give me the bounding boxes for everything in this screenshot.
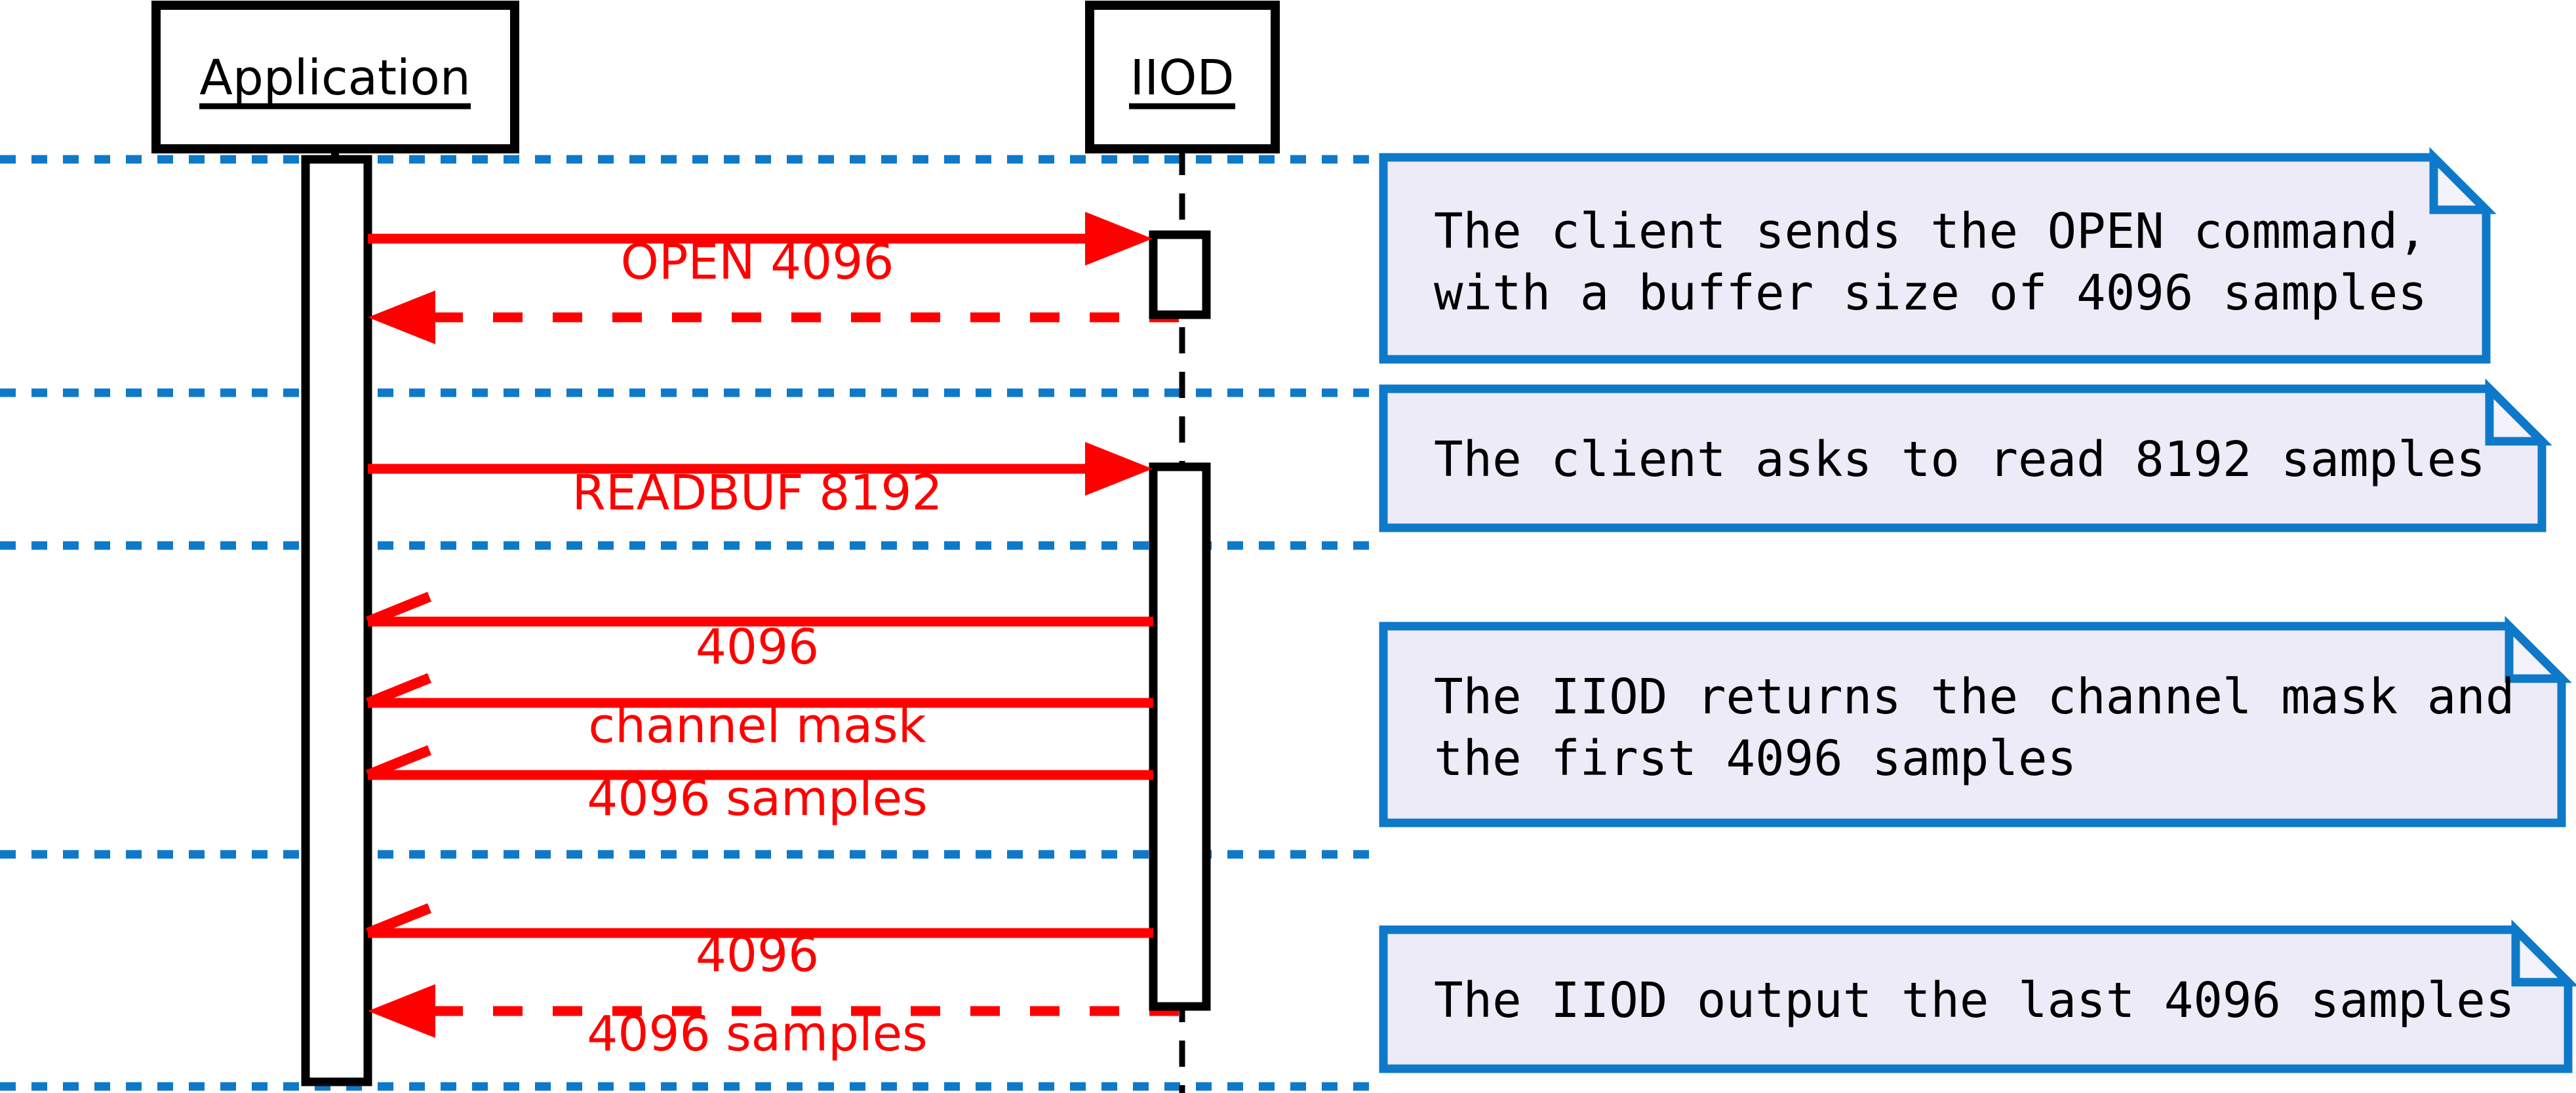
note-4-fold-icon — [2511, 919, 2576, 987]
message-count2-4096: 4096 — [366, 903, 1153, 983]
message-label-channel-mask: channel mask — [588, 698, 926, 754]
section-dividers — [0, 155, 1385, 1091]
note-3-body — [1379, 622, 2566, 827]
last-samples-arrowhead — [368, 984, 435, 1038]
message-first-samples: 4096 samples — [366, 745, 1153, 827]
note-3-line-2: the first 4096 samples — [1434, 730, 2076, 787]
note-4-body — [1379, 925, 2573, 1073]
note-read-request: The client asks to read 8192 samples — [1379, 378, 2552, 532]
message-label-count: 4096 — [696, 619, 819, 675]
message-last-samples: 4096 samples — [368, 984, 928, 1062]
note-returns-mask: The IIOD returns the channel mask and th… — [1379, 616, 2572, 827]
message-count-4096: 4096 — [366, 591, 1153, 675]
note-1-line-1: The client sends the OPEN command, — [1434, 203, 2427, 260]
application-label: Application — [199, 50, 470, 106]
message-label-count2: 4096 — [696, 926, 819, 983]
readbuf-arrowhead — [1085, 442, 1153, 496]
message-readbuf: READBUF 8192 — [368, 442, 1153, 521]
first-samples-arrow-barb — [366, 745, 431, 780]
open-arrowhead — [1085, 212, 1153, 266]
note-3-line-1: The IIOD returns the channel mask and — [1434, 669, 2514, 725]
note-2-line-1: The client asks to read 8192 samples — [1434, 431, 2486, 488]
count2-arrow-barb — [366, 903, 431, 938]
message-label-last-samples: 4096 samples — [587, 1006, 927, 1062]
note-1-line-2: with a buffer size of 4096 samples — [1434, 265, 2427, 321]
message-label-readbuf: READBUF 8192 — [572, 465, 942, 521]
note-open-command: The client sends the OPEN command, with … — [1379, 147, 2497, 364]
iiod-activation-open — [1149, 230, 1211, 319]
note-2-body — [1379, 384, 2546, 532]
actor-application: Application — [151, 1, 519, 153]
iiod-label: IIOD — [1130, 50, 1235, 106]
message-channel-mask: channel mask — [366, 673, 1153, 754]
message-label-open: OPEN 4096 — [621, 234, 894, 290]
note-last-output: The IIOD output the last 4096 samples — [1379, 919, 2576, 1073]
actor-iiod: IIOD — [1085, 1, 1280, 153]
note-4-line-1: The IIOD output the last 4096 samples — [1434, 972, 2514, 1029]
application-activation-bar — [301, 155, 372, 1086]
note-2-fold-icon — [2485, 378, 2552, 446]
note-1-fold-icon — [2429, 147, 2497, 214]
channel-mask-arrow-barb — [366, 673, 431, 708]
iiod-box — [1085, 1, 1280, 153]
message-open: OPEN 4096 — [368, 212, 1153, 290]
message-label-first-samples: 4096 samples — [587, 770, 927, 827]
note-3-fold-icon — [2505, 616, 2572, 683]
count-arrow-barb — [366, 591, 431, 627]
note-1-body — [1379, 153, 2491, 364]
application-box — [151, 1, 519, 153]
iiod-activation-readbuf — [1149, 462, 1211, 1011]
open-return-arrowhead — [368, 290, 435, 344]
